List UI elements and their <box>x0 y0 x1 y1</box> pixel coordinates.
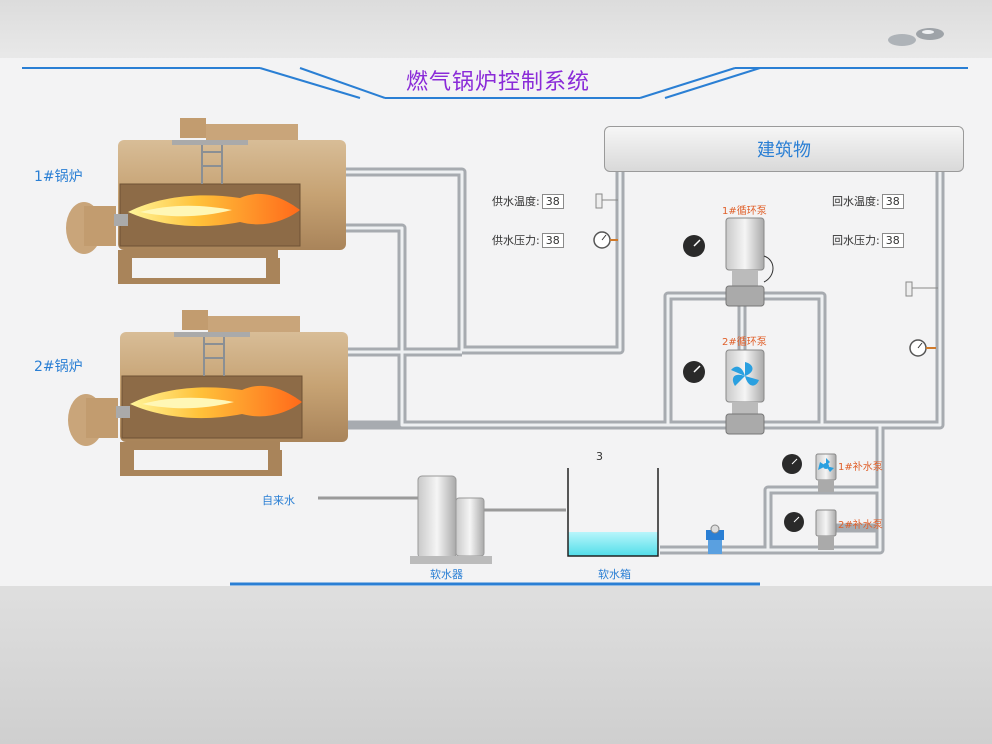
supply-temp-readout: 供水温度: 38 <box>490 193 564 209</box>
ladder-1 <box>201 140 223 184</box>
tank-label: 软水箱 <box>598 568 631 581</box>
burner-1 <box>66 202 128 254</box>
makeup-pump-2 <box>815 509 837 550</box>
supply-pressure-readout: 供水压力: 38 <box>490 232 564 248</box>
circ-pump-1 <box>725 217 774 307</box>
softener-unit <box>410 475 492 564</box>
return-pressure-label: 回水压力: <box>832 234 880 247</box>
circ-pump-1-label[interactable]: 1#循环泵 <box>722 206 767 217</box>
header-lines <box>22 67 968 586</box>
circ-pump-2 <box>725 349 765 435</box>
makeup-pump-1-label[interactable]: 1#补水泵 <box>838 462 883 473</box>
thermometer-icon <box>905 281 938 297</box>
return-temp-value: 38 <box>881 193 904 209</box>
tank-level-value: 3 <box>596 450 603 463</box>
return-temp-readout: 回水温度: 38 <box>830 193 904 209</box>
water-tank <box>567 468 659 557</box>
supply-temp-value: 38 <box>541 193 564 209</box>
tap-water-pipe <box>318 496 566 512</box>
pump-knob-1 <box>683 235 705 257</box>
return-pressure-value: 38 <box>881 232 904 248</box>
water-drop-icon <box>888 28 944 46</box>
pressure-gauge-icon <box>593 231 618 249</box>
supply-pressure-value: 38 <box>541 232 564 248</box>
thermometer-icon <box>595 193 618 209</box>
boiler-1-label: 1#锅炉 <box>34 169 83 185</box>
page-title: 燃气锅炉控制系统 <box>406 70 591 95</box>
pressure-gauge-icon <box>909 339 936 357</box>
pump-knob-2 <box>683 361 705 383</box>
supply-pressure-label: 供水压力: <box>492 234 540 247</box>
flow-meter-icon <box>706 524 724 554</box>
boiler-1 <box>66 118 346 284</box>
circ-pump-2-label[interactable]: 2#循环泵 <box>722 337 767 348</box>
fan-icon <box>731 362 759 386</box>
boiler-2-label: 2#锅炉 <box>34 359 83 375</box>
makeup-pump-2-label[interactable]: 2#补水泵 <box>838 520 883 531</box>
building-block: 建筑物 <box>604 126 964 172</box>
makeup-knob-1 <box>782 454 802 474</box>
softener-label: 软水器 <box>430 568 463 581</box>
return-temp-label: 回水温度: <box>832 195 880 208</box>
supply-temp-label: 供水温度: <box>492 195 540 208</box>
makeup-pump-1 <box>815 453 837 492</box>
return-pressure-readout: 回水压力: 38 <box>830 232 904 248</box>
makeup-knob-2 <box>784 512 804 532</box>
boiler-2 <box>68 310 348 476</box>
tap-water-label: 自来水 <box>262 494 295 507</box>
